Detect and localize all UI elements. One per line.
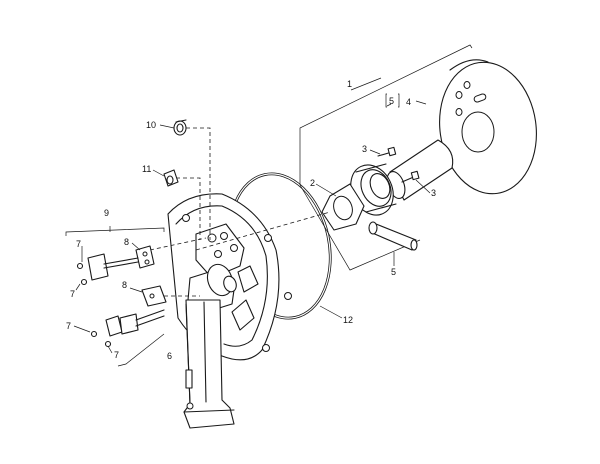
callout-8-upper: 8 (124, 237, 129, 247)
callout-4: 4 (406, 97, 411, 107)
callout-6: 6 (167, 351, 172, 361)
callout-7-a: 7 (76, 239, 81, 249)
callout-10: 10 (146, 120, 156, 130)
fitting-11 (163, 169, 179, 187)
leader-lines (65, 93, 431, 367)
callout-labels: 1 5 4 3 2 3 5 12 10 11 9 7 8 8 7 7 7 6 (66, 79, 436, 361)
gasket-plate (321, 183, 365, 231)
pin-sleeve (368, 221, 418, 251)
burner-plate (195, 223, 245, 279)
callout-7-c: 7 (66, 321, 71, 331)
screw-upper (377, 146, 397, 157)
bracket-upper (135, 245, 155, 269)
callout-5-top: 5 (389, 96, 394, 106)
screw-lower (401, 170, 420, 183)
callout-5-lower: 5 (391, 267, 396, 277)
callout-3-upper: 3 (362, 144, 367, 154)
callout-12: 12 (343, 315, 353, 325)
assembly-bracket-1 (299, 44, 473, 271)
drum-disc (439, 59, 537, 195)
callout-7-d: 7 (114, 350, 119, 360)
plug-10 (173, 119, 187, 136)
electrode-upper (76, 253, 139, 286)
support-leg (183, 299, 235, 429)
callout-1: 1 (347, 79, 352, 89)
callout-3-lower: 3 (431, 188, 436, 198)
callout-9: 9 (104, 208, 109, 218)
callout-11: 11 (142, 164, 151, 174)
callout-8-lower: 8 (122, 280, 127, 290)
callout-7-b: 7 (70, 289, 75, 299)
bracket-lower (141, 285, 167, 307)
electrode-lower (90, 309, 165, 348)
callout-2: 2 (310, 178, 315, 188)
